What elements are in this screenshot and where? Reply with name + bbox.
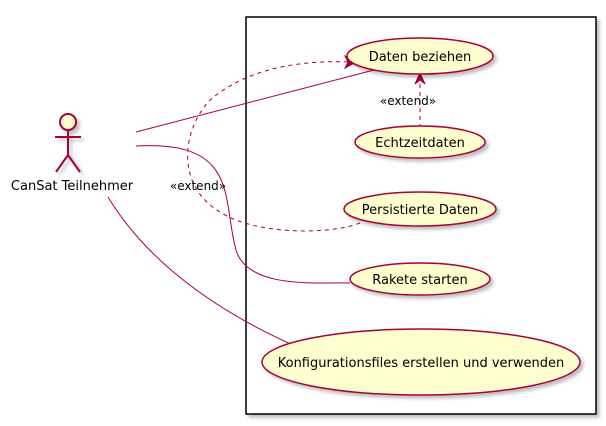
actor-figure-icon <box>55 113 81 173</box>
extend-arrowhead-echtzeitdaten <box>414 71 426 85</box>
usecase-label: Konfigurationsfiles erstellen und verwen… <box>278 356 565 371</box>
extend-label-echtzeitdaten: «extend» <box>380 94 436 108</box>
usecase-konfigurationsfiles: Konfigurationsfiles erstellen und verwen… <box>261 328 581 396</box>
extend-label-persistierte: «extend» <box>170 179 226 193</box>
actor-cansat-teilnehmer: CanSat Teilnehmer <box>11 113 134 194</box>
association-rakete-starten <box>135 145 351 284</box>
association-konfiguration <box>107 196 303 350</box>
usecase-rakete-starten: Rakete starten <box>349 262 491 296</box>
usecase-label: Rakete starten <box>372 273 468 288</box>
usecase-daten-beziehen: Daten beziehen <box>346 37 494 75</box>
association-daten-beziehen <box>135 69 375 133</box>
usecase-persistierte-daten: Persistierte Daten <box>343 191 497 227</box>
extend-persistierte-daten <box>187 61 361 232</box>
usecase-label: Daten beziehen <box>369 50 472 65</box>
usecase-echtzeitdaten: Echtzeitdaten <box>354 125 486 159</box>
actor-label: CanSat Teilnehmer <box>11 179 134 194</box>
usecase-label: Persistierte Daten <box>362 203 478 218</box>
usecase-label: Echtzeitdaten <box>375 136 465 151</box>
